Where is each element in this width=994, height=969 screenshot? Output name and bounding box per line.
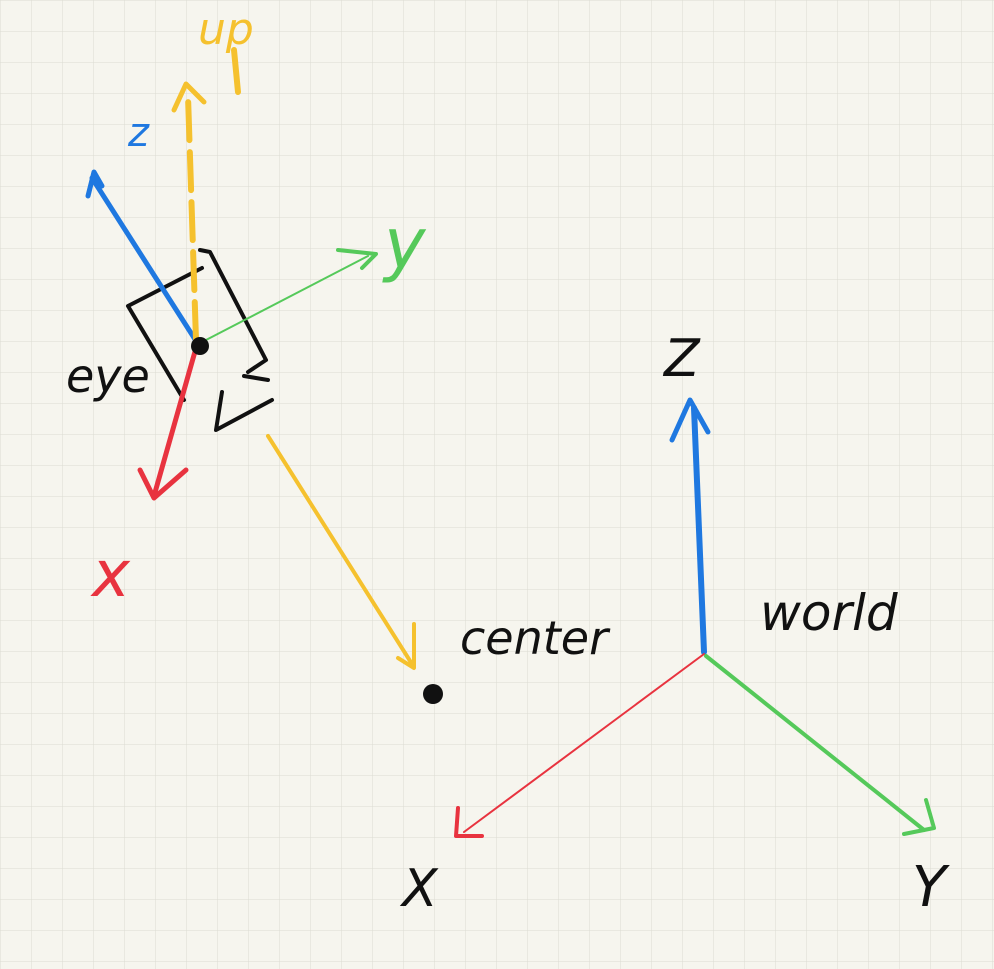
- look-direction-arrowhead: [396, 622, 416, 670]
- camera-z-label: z: [127, 110, 150, 156]
- camera-x-arrowhead: [137, 467, 189, 501]
- camera-z-axis: [89, 175, 201, 347]
- up-label: up: [198, 4, 254, 55]
- eye-point: [191, 337, 209, 355]
- world-label: world: [760, 584, 898, 642]
- world-x-arrowhead: [454, 806, 484, 838]
- camera-x-label: x: [90, 538, 131, 612]
- camera-z-arrowhead: [85, 169, 105, 199]
- center-label: center: [460, 611, 611, 665]
- up-vector-arrowhead: [171, 81, 207, 113]
- eye-label: eye: [66, 349, 150, 403]
- up-vector-tick: [231, 47, 241, 95]
- up-vector: [185, 93, 199, 343]
- camera-frame: eye x y z up: [66, 4, 427, 612]
- right-angle-marker: [214, 374, 274, 432]
- camera-x-axis: [151, 345, 199, 499]
- look-direction: center: [266, 434, 611, 704]
- world-z-arrowhead: [669, 397, 711, 443]
- view-plane-box: [126, 248, 268, 402]
- world-x-axis: [463, 653, 705, 833]
- world-z-label: Z: [662, 329, 701, 389]
- world-y-axis: [704, 654, 926, 832]
- center-point: [423, 684, 443, 704]
- world-y-label: Y: [912, 855, 950, 920]
- camera-y-label: y: [382, 203, 427, 285]
- world-y-arrowhead: [902, 798, 936, 836]
- world-frame: Z world X Y: [399, 329, 950, 920]
- world-z-axis: [691, 405, 707, 655]
- camera-y-axis: [205, 255, 369, 341]
- camera-y-arrowhead: [336, 248, 378, 270]
- world-x-label: X: [399, 859, 439, 919]
- look-direction-arrow: [266, 434, 414, 666]
